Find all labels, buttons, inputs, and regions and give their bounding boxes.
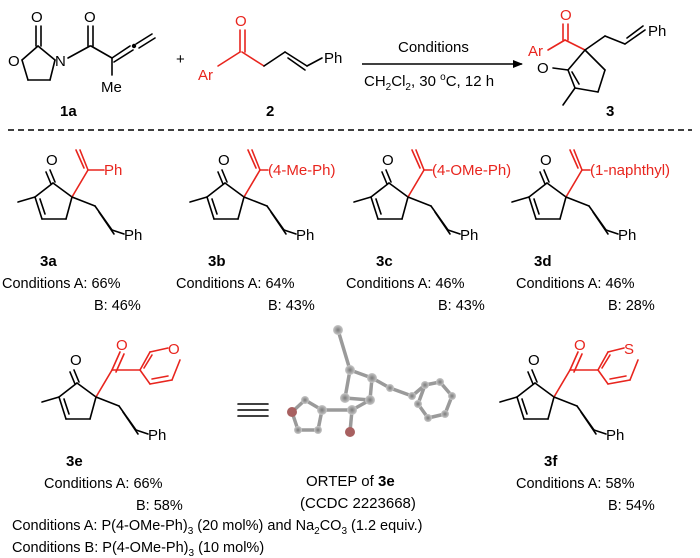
compound-3f-structure: O O S Ph: [499, 337, 639, 444]
substituent-3c: (4-OMe-Ph): [432, 162, 511, 179]
footnote-conditions-b: Conditions B: P(4-OMe-Ph)3 (10 mol%): [12, 540, 264, 558]
yield-a-3b: Conditions A: 64%: [176, 276, 295, 292]
yield-a-3f: Conditions A: 58%: [516, 476, 635, 492]
compound-3e-structure: O O O Ph: [41, 337, 181, 444]
product-aryl-label: Ar: [528, 43, 543, 60]
ring-nitrogen: N: [55, 53, 66, 70]
ketone-oxygen: O: [235, 13, 247, 30]
reagent-2-structure: O Ar Ph: [198, 13, 342, 84]
substituent-3b: (4-Me-Ph): [268, 162, 336, 179]
compound-label-1a: 1a: [60, 103, 77, 120]
product-3-structure: O Ar O Ph: [528, 7, 666, 106]
oxazolidinone-carbonyl-o: O: [31, 9, 43, 26]
yield-a-3d: Conditions A: 46%: [516, 276, 635, 292]
compound-label-3c: 3c: [376, 253, 393, 270]
yield-a-3a: Conditions A: 66%: [2, 276, 121, 292]
phenyl-label: Ph: [324, 50, 342, 67]
compound-label-3b: 3b: [208, 253, 226, 270]
arrow-conditions-label: Conditions: [398, 39, 469, 56]
ring-oxygen-3a: O: [46, 152, 58, 169]
reagent-1a-structure: O O N O Me: [8, 9, 156, 96]
product-ring-oxygen: O: [537, 60, 549, 77]
yield-a-3e: Conditions A: 66%: [44, 476, 163, 492]
ortep-crystal-structure: [287, 325, 456, 437]
footnote-conditions-a: Conditions A: P(4-OMe-Ph)3 (20 mol%) and…: [12, 518, 423, 537]
arrow-solvent-label: CH2Cl2, 30 oC, 12 h: [364, 72, 494, 93]
ring-oxygen-3c: O: [382, 152, 394, 169]
ring-oxygen-3b: O: [218, 152, 230, 169]
yield-b-3d: B: 28%: [608, 298, 655, 314]
yield-b-3b: B: 43%: [268, 298, 315, 314]
compound-label-3d: 3d: [534, 253, 552, 270]
methyl-label: Me: [101, 79, 122, 96]
phenyl-3d: Ph: [618, 227, 636, 244]
substituent-3a: Ph: [104, 162, 122, 179]
aryl-label: Ar: [198, 67, 213, 84]
product-phenyl-label: Ph: [648, 23, 666, 40]
phenyl-3e: Ph: [148, 427, 166, 444]
furan-oxygen: O: [168, 341, 180, 358]
ring-oxygen-3d: O: [540, 152, 552, 169]
yield-b-3f: B: 54%: [608, 498, 655, 514]
plus-sign: +: [176, 51, 185, 68]
yield-a-3c: Conditions A: 46%: [346, 276, 465, 292]
ring-oxygen-3f: O: [528, 352, 540, 369]
phenyl-3f: Ph: [606, 427, 624, 444]
yield-b-3c: B: 43%: [438, 298, 485, 314]
amide-carbonyl-o: O: [84, 9, 96, 26]
compound-label-3a: 3a: [40, 253, 57, 270]
ccdc-number: (CCDC 2223668): [300, 495, 416, 512]
compound-label-3e: 3e: [66, 453, 83, 470]
acyl-oxygen-3e: O: [116, 337, 128, 354]
thiophene-sulfur: S: [624, 341, 634, 358]
ortep-caption: ORTEP of 3e: [306, 473, 395, 490]
compound-label-3: 3: [606, 103, 614, 120]
equivalence-sign: [237, 403, 269, 417]
product-acyl-oxygen: O: [560, 7, 572, 24]
compound-3d-structure: O (1-naphthyl) Ph: [511, 149, 670, 244]
substituent-3d: (1-naphthyl): [590, 162, 670, 179]
compound-3b-structure: O (4-Me-Ph) Ph: [189, 149, 336, 244]
ring-oxygen: O: [8, 53, 20, 70]
compound-3a-structure: O Ph Ph: [17, 149, 142, 244]
compound-label-2: 2: [266, 103, 274, 120]
acyl-oxygen-3f: O: [574, 337, 586, 354]
yield-b-3a: B: 46%: [94, 298, 141, 314]
compound-label-3f: 3f: [544, 453, 558, 470]
phenyl-3a: Ph: [124, 227, 142, 244]
compound-3c-structure: O (4-OMe-Ph) Ph: [353, 149, 511, 244]
phenyl-3b: Ph: [296, 227, 314, 244]
phenyl-3c: Ph: [460, 227, 478, 244]
ring-oxygen-3e: O: [70, 352, 82, 369]
yield-b-3e: B: 58%: [136, 498, 183, 514]
